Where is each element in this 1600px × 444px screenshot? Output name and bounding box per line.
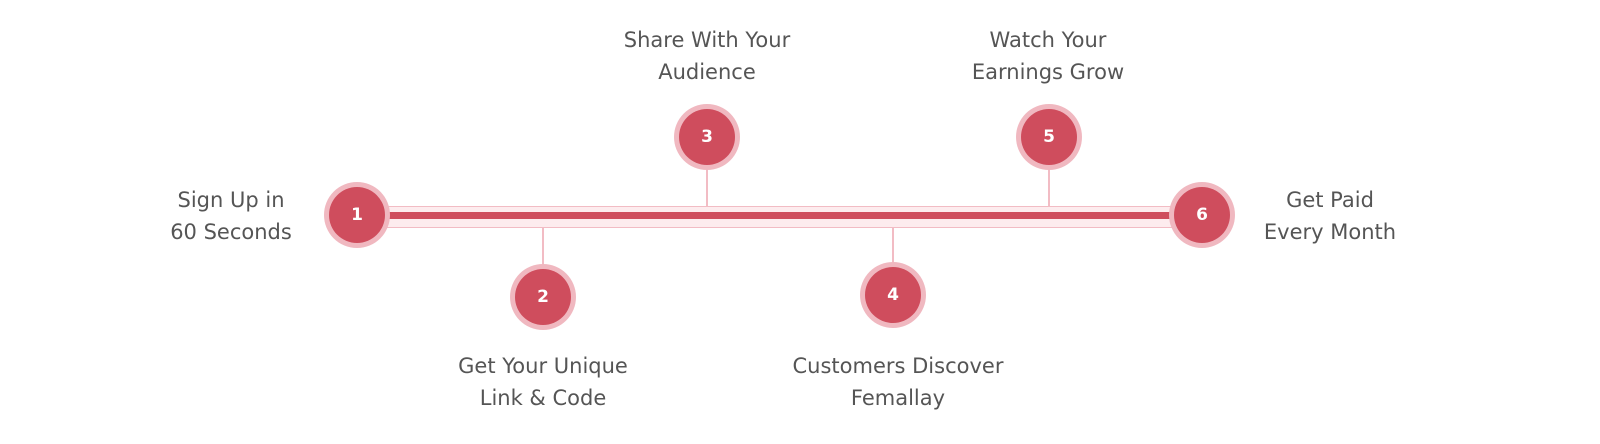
step-5-node: 5 [1016, 104, 1082, 170]
connector-step-3 [706, 168, 708, 206]
step-5-number: 5 [1021, 109, 1077, 165]
step-2-node: 2 [510, 264, 576, 330]
step-1-label-line2: 60 Seconds [170, 220, 292, 244]
step-1-label-line1: Sign Up in [177, 188, 285, 212]
connector-step-5 [1048, 168, 1050, 206]
step-3-number: 3 [679, 109, 735, 165]
step-3-label: Share With Your Audience [587, 24, 827, 88]
step-2-label-line1: Get Your Unique [458, 354, 628, 378]
step-3-label-line2: Audience [658, 60, 756, 84]
step-6-label-line1: Get Paid [1286, 188, 1374, 212]
step-5-label-line1: Watch Your [989, 28, 1107, 52]
step-6-label: Get Paid Every Month [1210, 184, 1450, 248]
step-6-number: 6 [1174, 187, 1230, 243]
step-6-node: 6 [1169, 182, 1235, 248]
step-1-number: 1 [329, 187, 385, 243]
step-2-label: Get Your Unique Link & Code [423, 350, 663, 414]
step-4-label: Customers Discover Femallay [768, 350, 1028, 414]
timeline-track-line [362, 212, 1208, 219]
step-5-label-line2: Earnings Grow [971, 60, 1125, 84]
step-4-number: 4 [865, 267, 921, 323]
step-6-label-line2: Every Month [1263, 220, 1397, 244]
step-5-label: Watch Your Earnings Grow [928, 24, 1168, 88]
connector-step-4 [892, 228, 894, 264]
step-1-node: 1 [324, 182, 390, 248]
step-4-label-line2: Femallay [850, 386, 946, 410]
step-4-label-line1: Customers Discover [792, 354, 1004, 378]
step-2-label-line2: Link & Code [479, 386, 607, 410]
connector-step-2 [542, 228, 544, 266]
step-4-node: 4 [860, 262, 926, 328]
step-2-number: 2 [515, 269, 571, 325]
step-3-node: 3 [674, 104, 740, 170]
step-1-label: Sign Up in 60 Seconds [111, 184, 351, 248]
step-3-label-line1: Share With Your [623, 28, 791, 52]
